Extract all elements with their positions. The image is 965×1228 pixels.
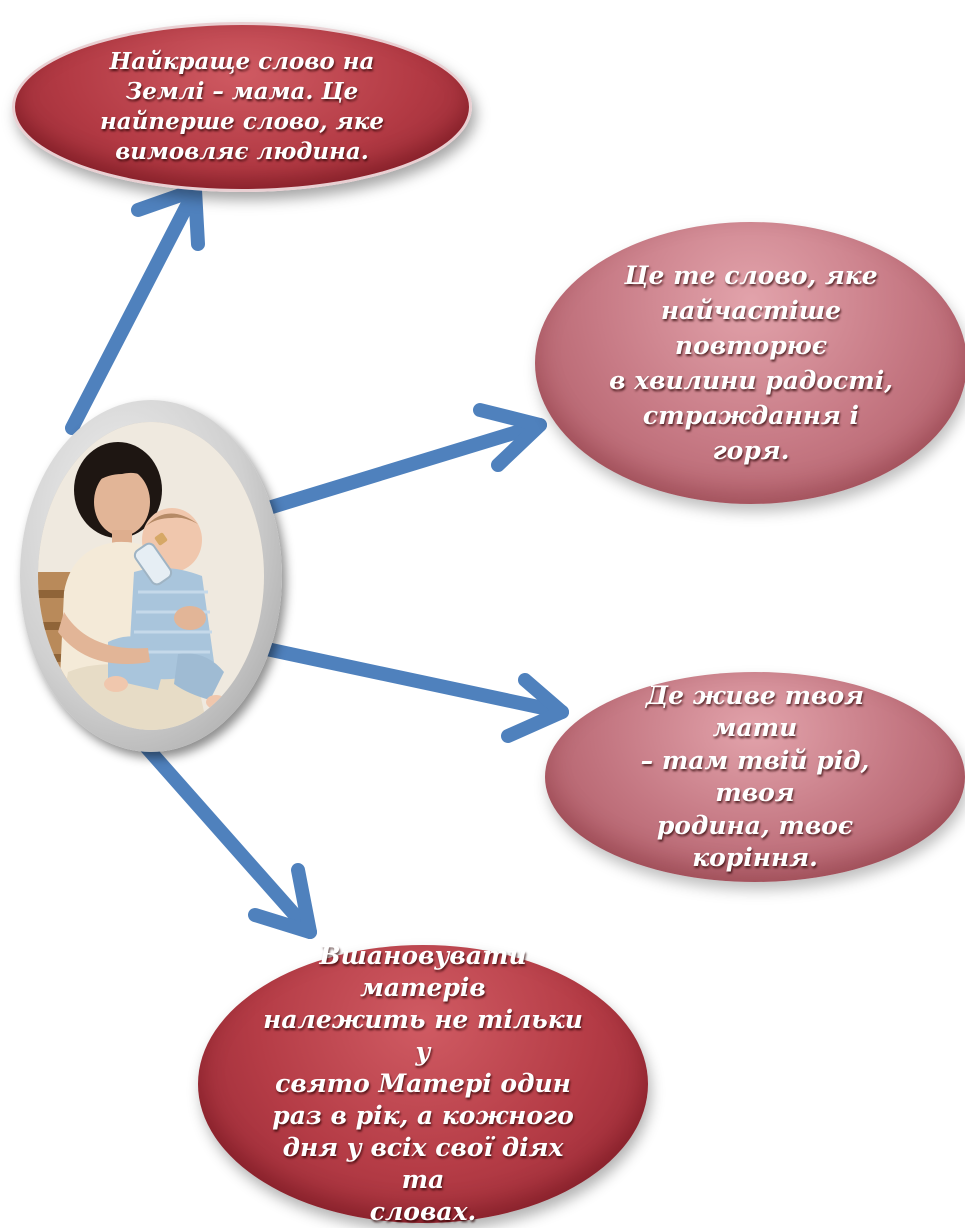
bubble-node-3: Де живе твоя мати – там твій рід, твоя р… xyxy=(545,672,965,882)
arrow-to-node-2 xyxy=(255,418,547,517)
node-1-text: Найкраще слово на Землі – мама. Це найпе… xyxy=(100,48,384,165)
photo-frame xyxy=(20,400,282,752)
arrowhead-node-4 xyxy=(248,863,317,939)
node-4-text: Вшановувати матерів належить не тільки у… xyxy=(263,941,583,1226)
arrow-to-node-3 xyxy=(255,641,569,719)
mother-baby-illustration xyxy=(38,422,264,730)
arrow-to-node-4 xyxy=(133,733,317,939)
arrow-to-node-1 xyxy=(65,183,202,435)
node-3-text: Де живе твоя мати – там твій рід, твоя р… xyxy=(640,680,870,873)
mother-baby-photo xyxy=(38,422,264,730)
arrowhead-node-3 xyxy=(501,673,569,743)
arrowhead-node-2 xyxy=(473,403,547,472)
bubble-node-4: Вшановувати матерів належить не тільки у… xyxy=(198,941,648,1226)
node-2-text: Це те слово, яке найчастіше повторює в х… xyxy=(609,261,893,465)
bubble-node-2: Це те слово, яке найчастіше повторює в х… xyxy=(535,222,965,504)
bubble-node-1: Найкраще слово на Землі – мама. Це найпе… xyxy=(12,22,472,192)
